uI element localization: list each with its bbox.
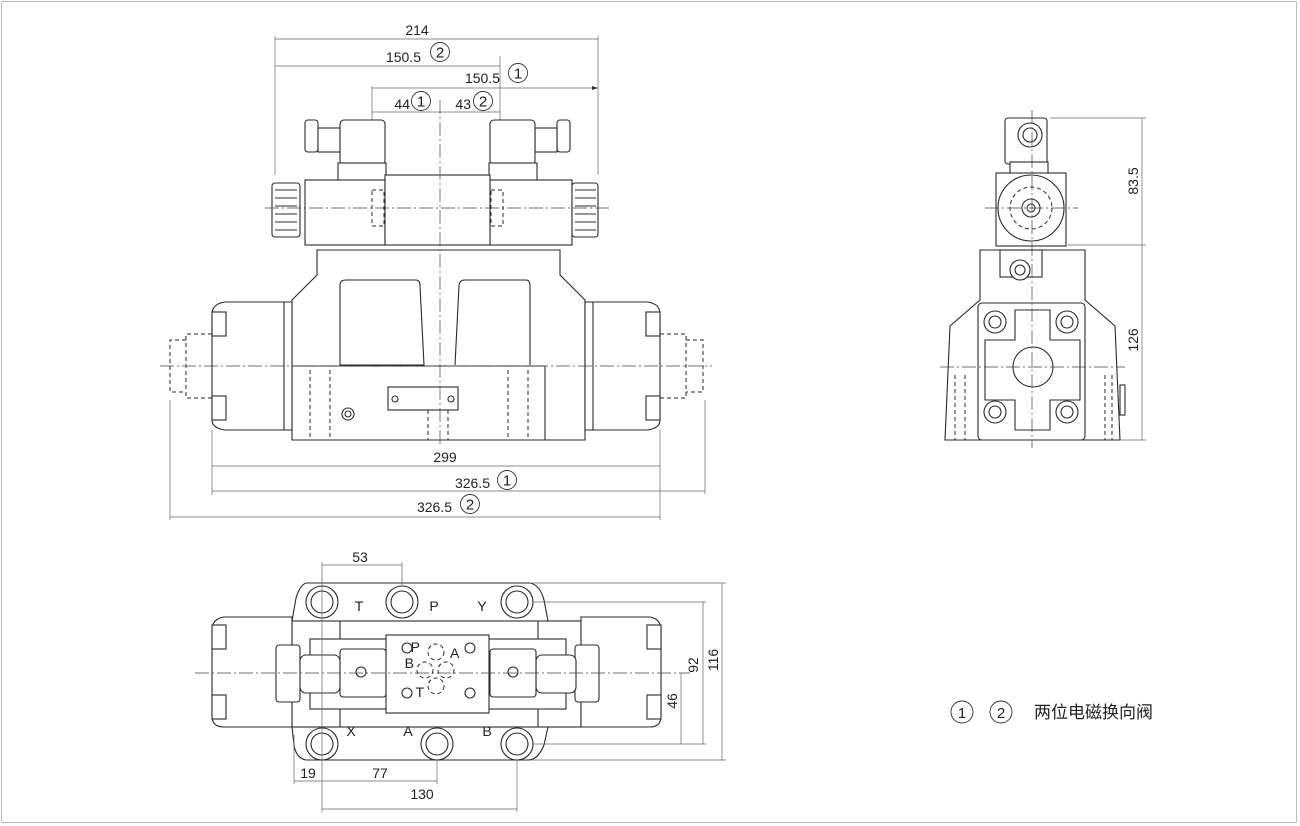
marker-1-circle (508, 63, 528, 83)
plug-left (339, 119, 386, 166)
port-label-y: Y (477, 598, 487, 614)
pilot-port-t: T (415, 684, 424, 700)
dim-53: 53 (352, 549, 368, 565)
marker-1: 1 (514, 66, 522, 83)
front-top-dimensions: 214 150.5 2 150.5 1 44 1 43 2 (274, 22, 599, 245)
pilot-valve (265, 119, 612, 246)
main-valve-body (160, 100, 712, 445)
marker-1-circle (497, 470, 517, 490)
legend-marker-2: 2 (997, 705, 1005, 722)
manual-knurl-right (571, 182, 599, 238)
legend-text: 两位电磁换向阀 (1034, 703, 1153, 723)
valve-block (384, 174, 491, 246)
plug-right (489, 119, 536, 166)
pilot-port-p: P (411, 639, 420, 655)
bottom-dimensions: 53 19 77 130 116 92 46 (293, 549, 726, 812)
dim-83-5: 83.5 (1125, 167, 1141, 194)
dim-92: 92 (685, 657, 701, 673)
port-label-p: P (429, 598, 438, 614)
legend-marker-1-circle (950, 700, 974, 724)
marker-2: 2 (466, 497, 474, 514)
name-plate (387, 386, 459, 411)
dim-77: 77 (372, 765, 388, 781)
legend-marker-1: 1 (958, 705, 966, 722)
manual-knurl-left (271, 182, 301, 238)
dim-46: 46 (664, 693, 680, 709)
front-bottom-dimensions: 299 326.5 1 326.5 2 (169, 400, 706, 520)
dim-130: 130 (410, 786, 434, 802)
marker-2: 2 (436, 45, 444, 62)
port-label-x: X (346, 723, 356, 739)
port-label-t: T (355, 598, 364, 614)
dim-214: 214 (405, 22, 429, 38)
marker-2-circle (473, 91, 493, 111)
dim-44: 44 (394, 96, 410, 112)
legend: 1 2 两位电磁换向阀 (950, 700, 1153, 724)
pilot-port-a: A (450, 645, 460, 661)
dim-150-5-variant-1: 150.5 (465, 70, 500, 86)
solenoid-right (489, 179, 573, 246)
front-view: 214 150.5 2 150.5 1 44 1 43 2 (160, 22, 712, 520)
arrowhead (592, 86, 598, 90)
marker-1: 1 (503, 473, 511, 490)
cable-nut-right (556, 119, 571, 153)
bottom-view: P B A T T P Y X A B 53 19 77 (195, 549, 726, 812)
port-label-b: B (482, 723, 491, 739)
marker-2-circle (460, 494, 480, 514)
dim-326-5-variant-1: 326.5 (455, 475, 490, 491)
cable-nut-left (304, 119, 319, 153)
side-view: 83.5 126 (940, 110, 1146, 448)
dim-126: 126 (1125, 328, 1141, 352)
marker-1-circle (411, 91, 431, 111)
legend-marker-2-circle (989, 700, 1013, 724)
port-label-a: A (403, 723, 413, 739)
dim-116: 116 (705, 649, 721, 672)
marker-2: 2 (479, 94, 487, 111)
dim-19: 19 (300, 765, 316, 781)
dim-43: 43 (455, 96, 471, 112)
screw-icon (391, 395, 399, 403)
dim-326-5-variant-2: 326.5 (417, 499, 452, 515)
pilot-port-b: B (405, 655, 414, 671)
marker-2-circle (430, 42, 450, 62)
screw-icon (447, 395, 455, 403)
side-dimensions: 83.5 126 (1050, 117, 1146, 441)
dim-150-5-variant-2: 150.5 (386, 49, 421, 65)
dim-299: 299 (433, 449, 457, 465)
marker-1: 1 (417, 94, 425, 111)
